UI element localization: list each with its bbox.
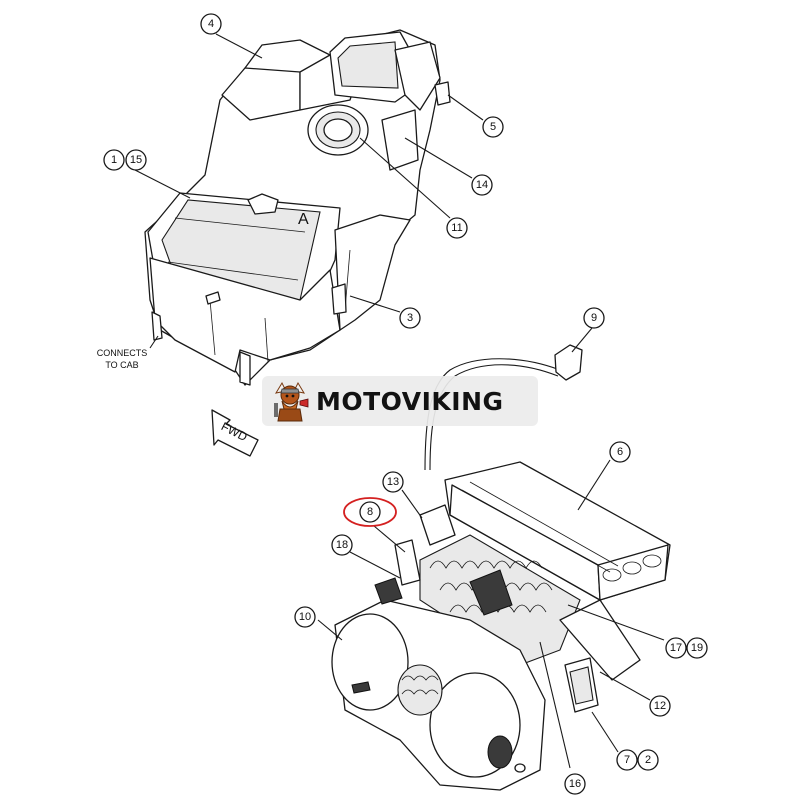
svg-text:18: 18 <box>336 539 348 551</box>
callout-13: 13 <box>382 471 404 493</box>
svg-text:9: 9 <box>591 312 597 324</box>
callout-2: 2 <box>637 749 659 771</box>
svg-text:14: 14 <box>476 179 488 191</box>
callout-8: 8 <box>359 501 381 523</box>
svg-text:3: 3 <box>407 312 413 324</box>
callout-17: 17 <box>665 637 687 659</box>
callout-9: 9 <box>583 307 605 329</box>
svg-text:2: 2 <box>645 754 651 766</box>
flat-panel <box>559 599 641 681</box>
watermark-brand-text: MOTOVIKING <box>316 386 504 416</box>
bracket <box>394 539 421 586</box>
svg-text:17: 17 <box>670 642 682 654</box>
svg-text:13: 13 <box>387 476 399 488</box>
callout-10: 10 <box>294 606 316 628</box>
svg-text:16: 16 <box>569 778 581 790</box>
callout-19: 19 <box>686 637 708 659</box>
hvac-housing: A <box>144 29 451 386</box>
callout-6: 6 <box>609 441 631 463</box>
forward-arrow-icon: FWD <box>211 409 259 457</box>
svg-text:7: 7 <box>624 754 630 766</box>
svg-text:11: 11 <box>451 222 462 234</box>
callout-8-highlight <box>343 497 397 527</box>
svg-text:5: 5 <box>490 121 496 133</box>
connects-label-line2: TO CAB <box>105 360 138 370</box>
svg-text:1: 1 <box>111 154 117 166</box>
callout-11: 11 <box>446 217 468 239</box>
heater-coil <box>419 534 581 666</box>
view-letter-a: A <box>298 211 309 228</box>
callout-16: 16 <box>564 773 586 795</box>
svg-text:19: 19 <box>691 642 703 654</box>
svg-text:12: 12 <box>654 700 666 712</box>
watermark-banner: MOTOVIKING <box>262 376 538 426</box>
callout-4: 4 <box>200 13 222 35</box>
callout-18: 18 <box>331 534 353 556</box>
callout-3: 3 <box>399 307 421 329</box>
blower-assembly <box>331 577 546 791</box>
actuator <box>564 657 599 713</box>
viking-mascot-icon <box>274 381 309 422</box>
callout-15: 15 <box>125 149 147 171</box>
callout-14: 14 <box>471 174 493 196</box>
callout-5: 5 <box>482 116 504 138</box>
callout-1: 1 <box>103 149 125 171</box>
svg-text:10: 10 <box>299 611 311 623</box>
connects-label-line1: CONNECTS <box>97 348 148 358</box>
callout-12: 12 <box>649 695 671 717</box>
svg-text:4: 4 <box>208 18 214 30</box>
evaporator-core <box>444 461 671 601</box>
refrigerant-line <box>424 344 583 471</box>
svg-text:15: 15 <box>130 154 142 166</box>
svg-text:8: 8 <box>367 506 373 518</box>
callout-7: 7 <box>616 749 638 771</box>
leader-lines <box>134 33 665 769</box>
svg-text:6: 6 <box>617 446 623 458</box>
